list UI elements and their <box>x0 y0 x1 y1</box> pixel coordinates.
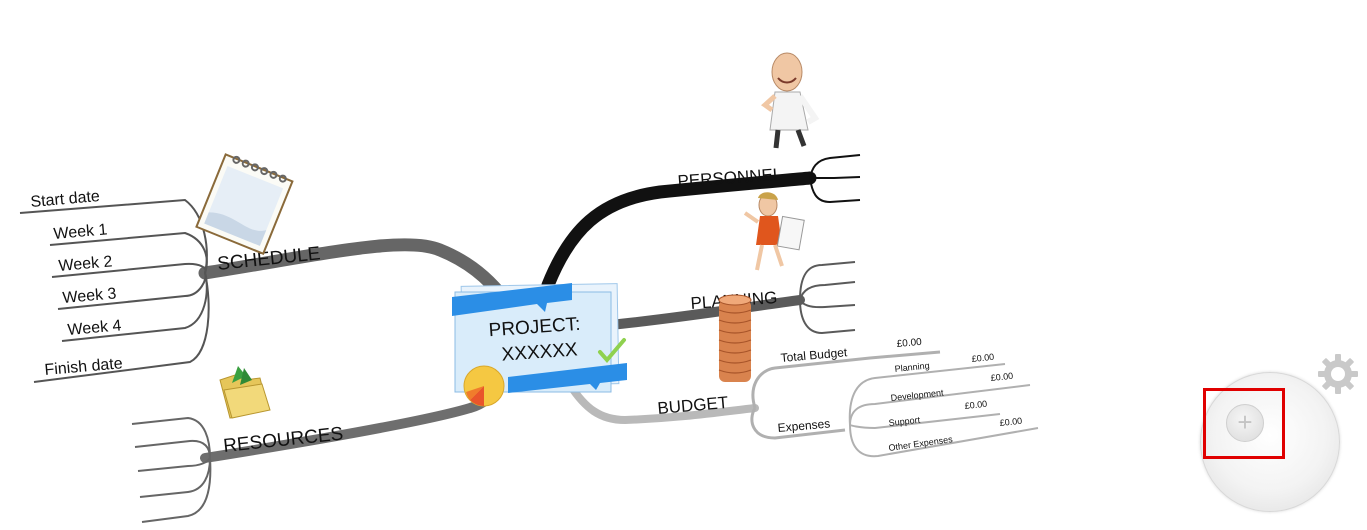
expense-item-label[interactable]: Support <box>888 415 921 428</box>
schedule-item[interactable]: Week 2 <box>58 253 113 275</box>
notepad-icon <box>195 153 294 256</box>
resources-fork <box>131 416 212 523</box>
schedule-item[interactable]: Finish date <box>44 355 124 379</box>
zoom-control-dial[interactable] <box>1200 372 1340 512</box>
woman-with-paper-icon <box>743 192 805 271</box>
planning-branch[interactable] <box>605 295 805 330</box>
schedule-items: Start date Week 1 Week 2 Week 3 Week 4 F… <box>30 188 124 379</box>
planning-fork <box>799 261 856 335</box>
schedule-item[interactable]: Week 3 <box>62 285 117 307</box>
total-budget-value: £0.00 <box>896 337 922 350</box>
expense-items: Planning £0.00 Development £0.00 Support… <box>888 352 1023 453</box>
schedule-item[interactable]: Week 1 <box>53 221 108 243</box>
personnel-fork <box>809 154 861 204</box>
gear-icon <box>1318 354 1358 394</box>
expense-item-label[interactable]: Planning <box>894 360 930 374</box>
checkmark-icon <box>598 338 626 364</box>
expense-item-value: £0.00 <box>999 416 1022 428</box>
schedule-branch[interactable] <box>198 238 512 307</box>
personnel-branch[interactable] <box>541 171 817 292</box>
expense-item-value: £0.00 <box>964 399 987 411</box>
schedule-item[interactable]: Week 4 <box>67 317 122 339</box>
coin-stack-icon <box>718 294 752 382</box>
waving-man-icon <box>761 52 820 149</box>
central-top-banner <box>452 283 572 316</box>
expense-item-label[interactable]: Development <box>890 387 944 403</box>
schedule-item[interactable]: Start date <box>30 188 101 211</box>
expenses-label[interactable]: Expenses <box>777 416 831 435</box>
settings-button[interactable] <box>1314 350 1362 398</box>
expense-item-label[interactable]: Other Expenses <box>888 434 954 453</box>
expense-item-value: £0.00 <box>990 371 1013 383</box>
expenses-fork <box>848 363 1039 458</box>
expense-item-value: £0.00 <box>971 352 994 364</box>
folder-icon <box>219 366 271 419</box>
central-bottom-banner <box>508 363 627 393</box>
resources-label: RESOURCES <box>222 424 344 457</box>
total-budget-label[interactable]: Total Budget <box>780 345 848 365</box>
budget-fork <box>750 350 941 440</box>
schedule-label: SCHEDULE <box>216 243 321 275</box>
central-topic[interactable]: PROJECT: XXXXXX <box>452 283 627 407</box>
zoom-in-button[interactable]: + <box>1226 404 1264 442</box>
pie-chart-icon <box>463 365 505 407</box>
budget-branch[interactable] <box>566 381 759 425</box>
